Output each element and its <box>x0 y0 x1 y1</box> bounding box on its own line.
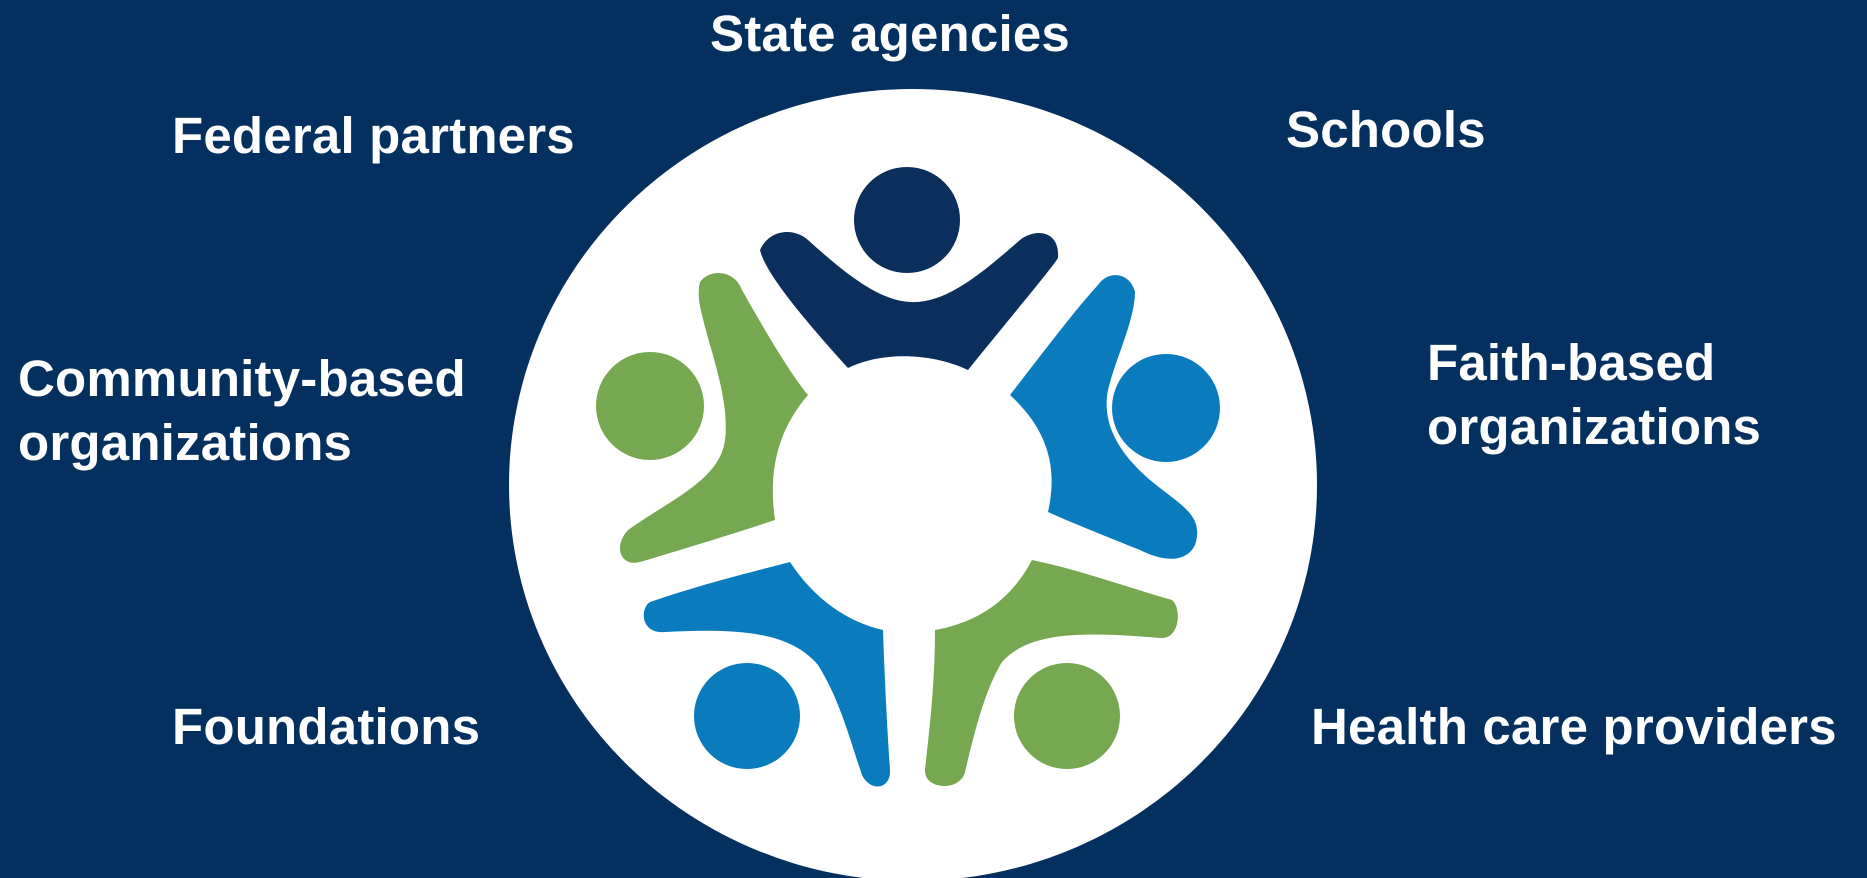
label-community-line-2: organizations <box>18 414 353 471</box>
label-faith-line-2: organizations <box>1427 398 1762 455</box>
label-health-care-providers: Health care providers <box>1311 698 1837 755</box>
person-bottom-right-green <box>924 560 1178 787</box>
label-community-based-organizations: Community-based organizations <box>18 347 466 475</box>
community-people-circle-icon <box>509 89 1317 878</box>
person-bottom-left-blue <box>643 562 891 787</box>
label-schools: Schools <box>1286 101 1486 158</box>
label-foundations: Foundations <box>172 698 481 755</box>
label-faith-based-organizations: Faith-based organizations <box>1427 331 1761 459</box>
person-top-navy <box>760 167 1059 370</box>
person-left-green <box>596 272 808 563</box>
label-state-agencies: State agencies <box>710 5 1070 62</box>
label-federal-partners: Federal partners <box>172 107 575 164</box>
person-right-blue <box>1010 275 1220 559</box>
label-faith-line-1: Faith-based <box>1427 334 1716 391</box>
label-community-line-1: Community-based <box>18 350 466 407</box>
